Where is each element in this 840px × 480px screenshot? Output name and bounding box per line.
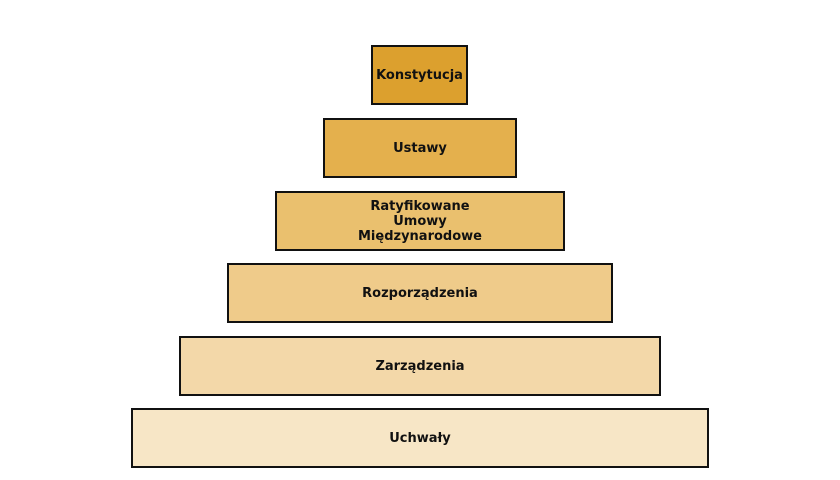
pyramid-level-ustawy: Ustawy	[323, 118, 517, 178]
pyramid-level-label: Ratyfikowane Umowy Międzynarodowe	[358, 198, 482, 244]
pyramid-level-label: Ustawy	[393, 140, 447, 156]
pyramid-level-label: Zarządzenia	[375, 358, 465, 374]
pyramid-level-label: Rozporządzenia	[362, 285, 478, 301]
pyramid-level-ratyfikowane-umowy: Ratyfikowane Umowy Międzynarodowe	[275, 191, 565, 251]
pyramid-level-uchwaly: Uchwały	[131, 408, 709, 468]
pyramid-level-konstytucja: Konstytucja	[371, 45, 468, 105]
pyramid-level-rozporzadzenia: Rozporządzenia	[227, 263, 613, 323]
pyramid-level-label: Konstytucja	[376, 67, 463, 83]
pyramid-level-zarzadzenia: Zarządzenia	[179, 336, 661, 396]
pyramid-level-label: Uchwały	[389, 430, 451, 446]
